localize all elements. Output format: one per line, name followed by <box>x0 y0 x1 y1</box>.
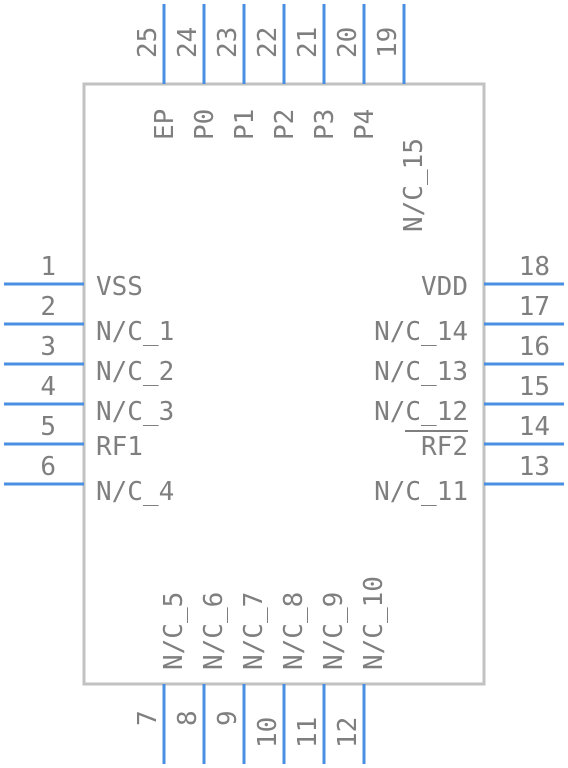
pin-number: 5 <box>40 412 56 442</box>
pin-name: VSS <box>96 272 143 302</box>
pin-name: N/C_11 <box>374 477 468 507</box>
pin-number: 6 <box>40 452 56 482</box>
pin-name: N/C_4 <box>96 477 174 507</box>
pin-number: 8 <box>173 710 203 726</box>
component-body <box>82 82 486 686</box>
pin-number: 2 <box>40 292 56 322</box>
pin-number: 18 <box>519 252 550 282</box>
pin-name: N/C_5 <box>159 592 189 670</box>
pin-number: 19 <box>373 27 403 58</box>
pin-name: RF1 <box>96 432 143 462</box>
pin-name: N/C_7 <box>239 592 269 670</box>
pin-name: N/C_10 <box>359 576 389 670</box>
pin-number: 1 <box>40 252 56 282</box>
pin-name: N/C_6 <box>199 592 229 670</box>
pin-number: 13 <box>519 452 550 482</box>
pin-number: 22 <box>253 27 283 58</box>
pin-number: 23 <box>213 27 243 58</box>
pin-name: N/C_9 <box>319 592 349 670</box>
pin-number: 4 <box>40 372 56 402</box>
pin-name: P2 <box>270 109 300 140</box>
pin-number: 14 <box>519 412 550 442</box>
pin-name: P1 <box>230 109 260 140</box>
pin-name: N/C_15 <box>399 138 429 232</box>
pin-number: 9 <box>213 710 243 726</box>
pin-number: 15 <box>519 372 550 402</box>
pin-name: VDD <box>421 272 468 302</box>
pin-name: RF2 <box>421 432 468 462</box>
pin-name: N/C_12 <box>374 397 468 427</box>
pin-name: N/C_1 <box>96 317 174 347</box>
pin-number: 10 <box>253 717 283 748</box>
left-pins: 1 2 3 4 5 6 VSS N/C_1 N/C_2 N/C_3 RF1 N/… <box>4 252 174 507</box>
pin-name: P4 <box>350 109 380 140</box>
pin-name: N/C_8 <box>279 592 309 670</box>
pin-name: N/C_3 <box>96 397 174 427</box>
pin-name: N/C_13 <box>374 357 468 387</box>
pin-name: N/C_2 <box>96 357 174 387</box>
pin-number: 11 <box>293 717 323 748</box>
pin-number: 24 <box>173 27 203 58</box>
pin-number: 3 <box>40 332 56 362</box>
pin-name: EP <box>150 109 180 140</box>
pin-number: 12 <box>333 717 363 748</box>
pin-number: 21 <box>293 27 323 58</box>
pin-name: P0 <box>190 109 220 140</box>
right-pins: 18 17 16 15 14 13 VDD N/C_14 N/C_13 N/C_… <box>374 252 564 507</box>
pin-number: 25 <box>133 27 163 58</box>
pin-number: 16 <box>519 332 550 362</box>
bottom-pins: 7 8 9 10 11 12 N/C_5 N/C_6 N/C_7 N/C_8 N… <box>133 576 389 764</box>
pin-number: 17 <box>519 292 550 322</box>
top-pins: 25 24 23 22 21 20 19 EP P0 P1 P2 P3 P4 N… <box>133 4 429 232</box>
pin-name: N/C_14 <box>374 317 468 347</box>
pin-name: P3 <box>310 109 340 140</box>
pin-number: 20 <box>333 27 363 58</box>
pin-number: 7 <box>133 710 163 726</box>
